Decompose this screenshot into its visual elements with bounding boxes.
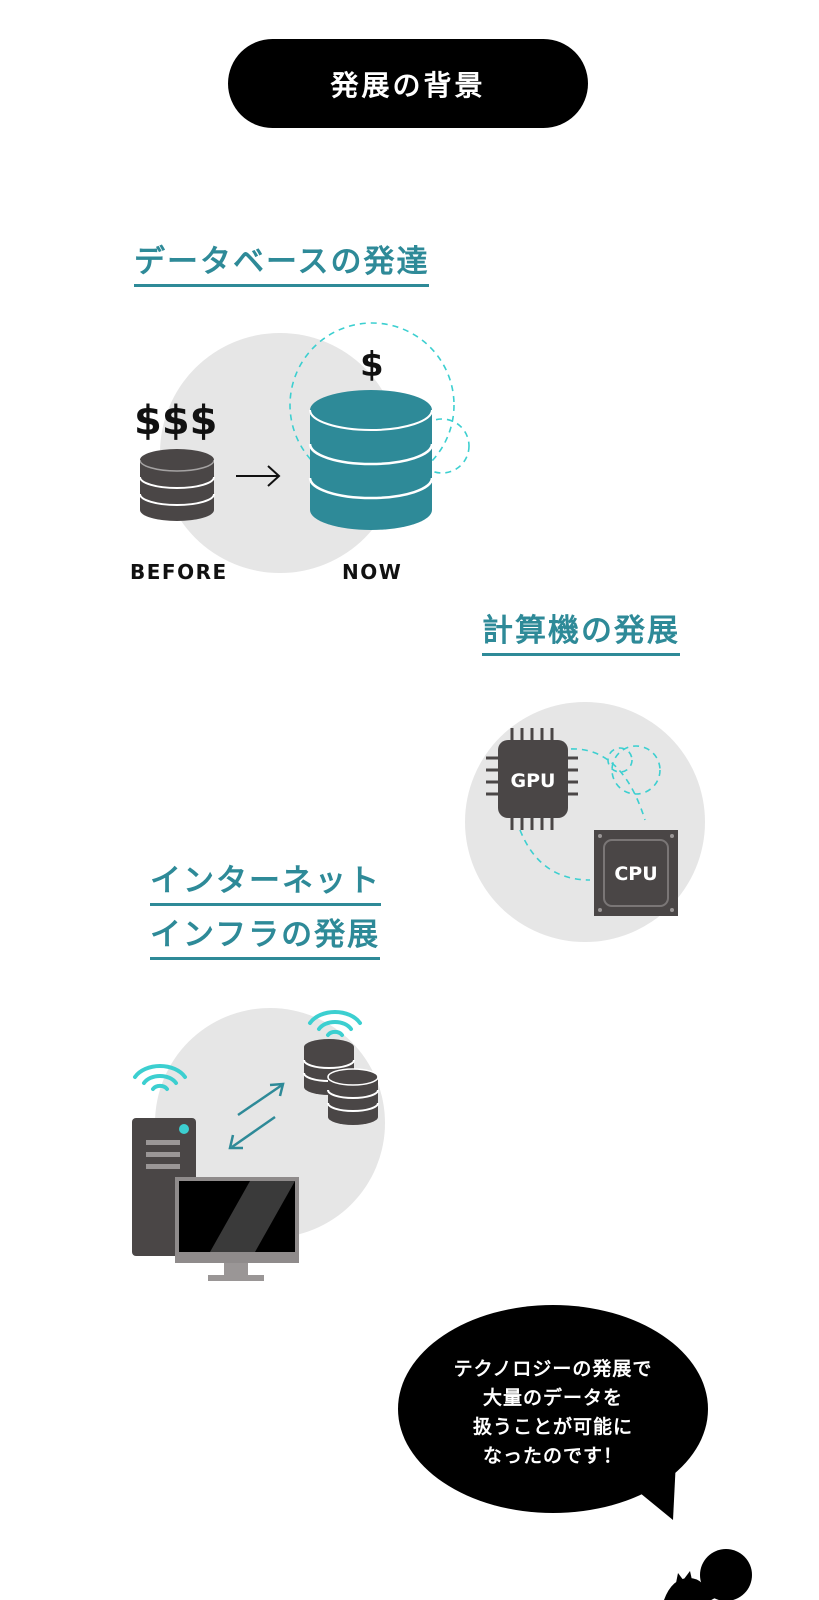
database-heading-block: データベースの発達 [134, 247, 430, 287]
cpu-chip-icon: CPU [594, 830, 678, 916]
large-database-icon [308, 390, 434, 530]
now-label: NOW [342, 560, 402, 584]
speech-bubble-line: 扱うことが可能に [472, 1416, 633, 1438]
internet-heading-block: インターネット インフラの発展 [150, 866, 381, 974]
database-stack-icon [303, 1039, 379, 1125]
monitor-icon [175, 1177, 299, 1281]
before-cost-label: $$$ [134, 398, 218, 444]
computer-heading: 計算機の発展 [482, 616, 680, 656]
computer-dashed-lines [519, 745, 661, 881]
wifi-icon [308, 1010, 362, 1037]
speech-bubble-line: なったのです！ [482, 1445, 623, 1467]
section-title-pill: 発展の背景 [228, 39, 588, 128]
gpu-label: GPU [511, 770, 556, 792]
gpu-chip-icon: GPU [486, 728, 578, 830]
internet-heading-line2: インフラの発展 [150, 920, 381, 960]
database-heading: データベースの発達 [134, 247, 430, 287]
internet-heading-line1: インターネット [150, 866, 381, 906]
before-label: BEFORE [130, 560, 228, 584]
bidirectional-arrows-icon [228, 1082, 285, 1150]
small-database-icon [139, 449, 215, 521]
computer-illustration: GPU CPU [465, 702, 705, 942]
internet-illustration [132, 1008, 385, 1281]
speech-bubble-text: テクノロジーの発展で 大量のデータを 扱うことが可能に なったのです！ [398, 1355, 708, 1471]
speech-bubble-line: テクノロジーの発展で [453, 1358, 653, 1380]
database-illustration: $$$ $ BEFORE NOW [130, 322, 470, 584]
arrow-right-icon [236, 465, 281, 487]
computer-heading-block: 計算機の発展 [482, 616, 680, 656]
cpu-label: CPU [614, 863, 657, 885]
database-dashed-circles [289, 322, 470, 488]
speech-bubble-shape [398, 1305, 708, 1520]
mascot-icon [664, 1549, 752, 1600]
now-cost-label: $ [360, 345, 384, 385]
speech-bubble-line: 大量のデータを [482, 1387, 623, 1409]
wifi-icon [133, 1064, 187, 1091]
page-title: 発展の背景 [330, 68, 486, 102]
